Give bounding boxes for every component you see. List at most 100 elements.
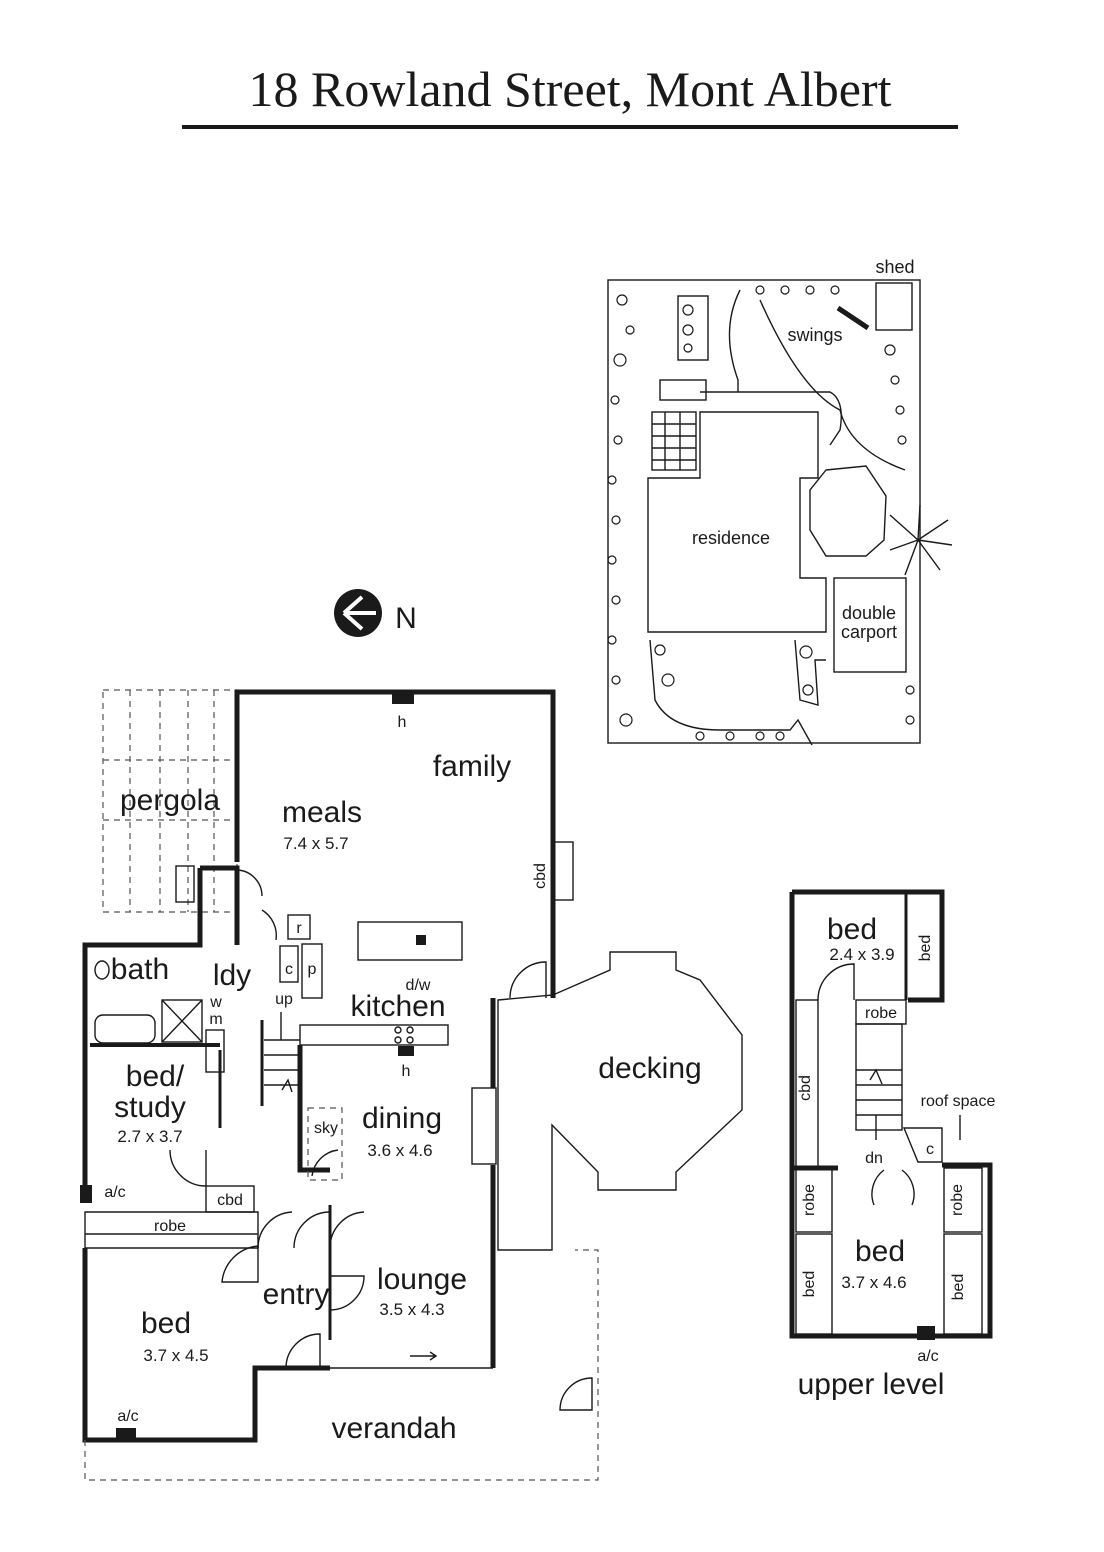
sky-door-swing <box>311 1149 339 1177</box>
hall-cbd-label: cbd <box>217 1192 243 1209</box>
site-plan: shed swings residence double carport <box>607 257 953 746</box>
shed-label: shed <box>875 257 914 277</box>
upper-c-cupboard <box>902 1127 943 1163</box>
upper-ac-label: a/c <box>917 1348 938 1365</box>
front-bed-size: 3.7 x 4.5 <box>143 1346 208 1365</box>
meals-label: meals <box>282 796 362 829</box>
fireplace <box>471 1087 497 1165</box>
front-bedroom-wall <box>82 1248 330 1443</box>
heater-2 <box>398 1046 414 1056</box>
decking-outline <box>497 951 743 1251</box>
tree-icon <box>889 504 953 576</box>
lounge-label: lounge <box>377 1263 467 1296</box>
heater-label-2: h <box>402 1063 411 1080</box>
shed-outline <box>875 282 913 331</box>
study-door-swing <box>169 1149 207 1187</box>
upper-bed1-builtin-label: bed <box>917 935 934 962</box>
kitchen-cupboard-c <box>279 945 299 983</box>
decking-door-swing <box>509 961 547 999</box>
upper-robe-right-label: robe <box>949 1184 966 1216</box>
compass-label: N <box>395 602 417 635</box>
swings-symbol <box>836 305 870 331</box>
fridge-label: r <box>296 920 302 937</box>
upper-robe-right-box <box>943 1167 983 1233</box>
ac-label-1: a/c <box>104 1184 125 1201</box>
carport-outline <box>833 577 907 673</box>
heater-label-1: h <box>398 714 407 731</box>
upper-bed2-double-door <box>871 1169 915 1206</box>
upper-cbd-label: cbd <box>797 1075 814 1101</box>
kitchen-bench <box>299 1024 449 1046</box>
pantry-box <box>301 943 323 999</box>
bed-study-size: 2.7 x 3.7 <box>117 1127 182 1146</box>
pantry-label: p <box>308 961 317 978</box>
verandah-label: verandah <box>331 1412 456 1445</box>
residence-outline <box>647 411 827 633</box>
bed-study-label-2: study <box>114 1091 186 1124</box>
stairs-down-label: dn <box>865 1150 883 1167</box>
laundry-tub <box>175 865 195 903</box>
upper-bed-right-box <box>943 1233 983 1335</box>
kitchen-c-label: c <box>285 961 293 978</box>
upper-level-label: upper level <box>798 1368 945 1401</box>
upper-bed-left-label: bed <box>801 1271 818 1298</box>
pergola-label: pergola <box>120 784 220 817</box>
upper-robe-left-box <box>795 1167 833 1233</box>
laundry-label: ldy <box>213 959 251 992</box>
upper-bed1-door <box>817 963 855 1001</box>
toilet-icon <box>94 960 110 980</box>
steps <box>651 411 697 471</box>
skylight <box>307 1107 343 1181</box>
upper-c-label: c <box>926 1141 934 1158</box>
kitchen-label: kitchen <box>350 990 445 1023</box>
upper-level-plan: bed 2.4 x 3.9 bed robe cbd dn roof space… <box>789 889 996 1401</box>
washing-machine-label-2: m <box>209 1011 222 1028</box>
verandah-edge <box>84 1249 599 1481</box>
verandah-gate-swing <box>559 1377 593 1411</box>
ac-unit-2 <box>116 1428 136 1442</box>
ground-floor-plan: pergola h family meals 7.4 x 5.7 cbd bat… <box>80 689 743 1481</box>
dining-label: dining <box>362 1102 442 1135</box>
site-boundary <box>607 279 921 744</box>
north-arrow-icon <box>334 589 382 637</box>
upper-bed1-size: 2.4 x 3.9 <box>829 945 894 964</box>
shower-icon <box>161 999 203 1043</box>
garden-bed-2 <box>659 379 707 401</box>
front-bed-label: bed <box>141 1307 191 1340</box>
dishwasher-label: d/w <box>406 977 431 994</box>
upper-bed1-label: bed <box>827 913 877 946</box>
east-wall <box>490 992 556 1368</box>
upper-bed2-size: 3.7 x 4.6 <box>841 1273 906 1292</box>
bedroom-door-swing <box>221 1245 259 1283</box>
lounge-door-swing-2 <box>329 1211 365 1249</box>
page-title: 18 Rowland Street, Mont Albert <box>249 61 892 117</box>
decking-label: decking <box>598 1052 701 1085</box>
sliding-arrow-icon <box>410 1351 438 1361</box>
ac-label-2: a/c <box>117 1408 138 1425</box>
fridge-box <box>287 914 311 940</box>
stairs <box>260 1020 300 1106</box>
entry-double-door <box>257 1211 331 1249</box>
spine-wall <box>234 908 330 1173</box>
dining-size: 3.6 x 4.6 <box>367 1141 432 1160</box>
bed-study-label-1: bed/ <box>126 1060 185 1093</box>
heater-1 <box>392 692 414 704</box>
garden-bed <box>677 295 709 361</box>
bath-label: bath <box>111 953 169 986</box>
entry-label: entry <box>263 1278 330 1311</box>
carport-label-1: double <box>842 603 896 623</box>
upper-stairs <box>855 1023 903 1131</box>
robe-label: robe <box>154 1218 186 1235</box>
washing-machine-label-1: w <box>209 994 222 1011</box>
family-cbd-label: cbd <box>532 863 549 889</box>
skylight-label: sky <box>314 1120 338 1137</box>
front-path <box>649 639 813 746</box>
family-label: family <box>433 750 511 783</box>
roof-space-label: roof space <box>921 1093 996 1110</box>
laundry-door-swing <box>236 869 263 897</box>
garden-path-2 <box>700 391 842 446</box>
upper-bed-right-label: bed <box>950 1274 967 1301</box>
linen-shelves <box>205 1029 225 1073</box>
garden-path <box>728 289 906 471</box>
